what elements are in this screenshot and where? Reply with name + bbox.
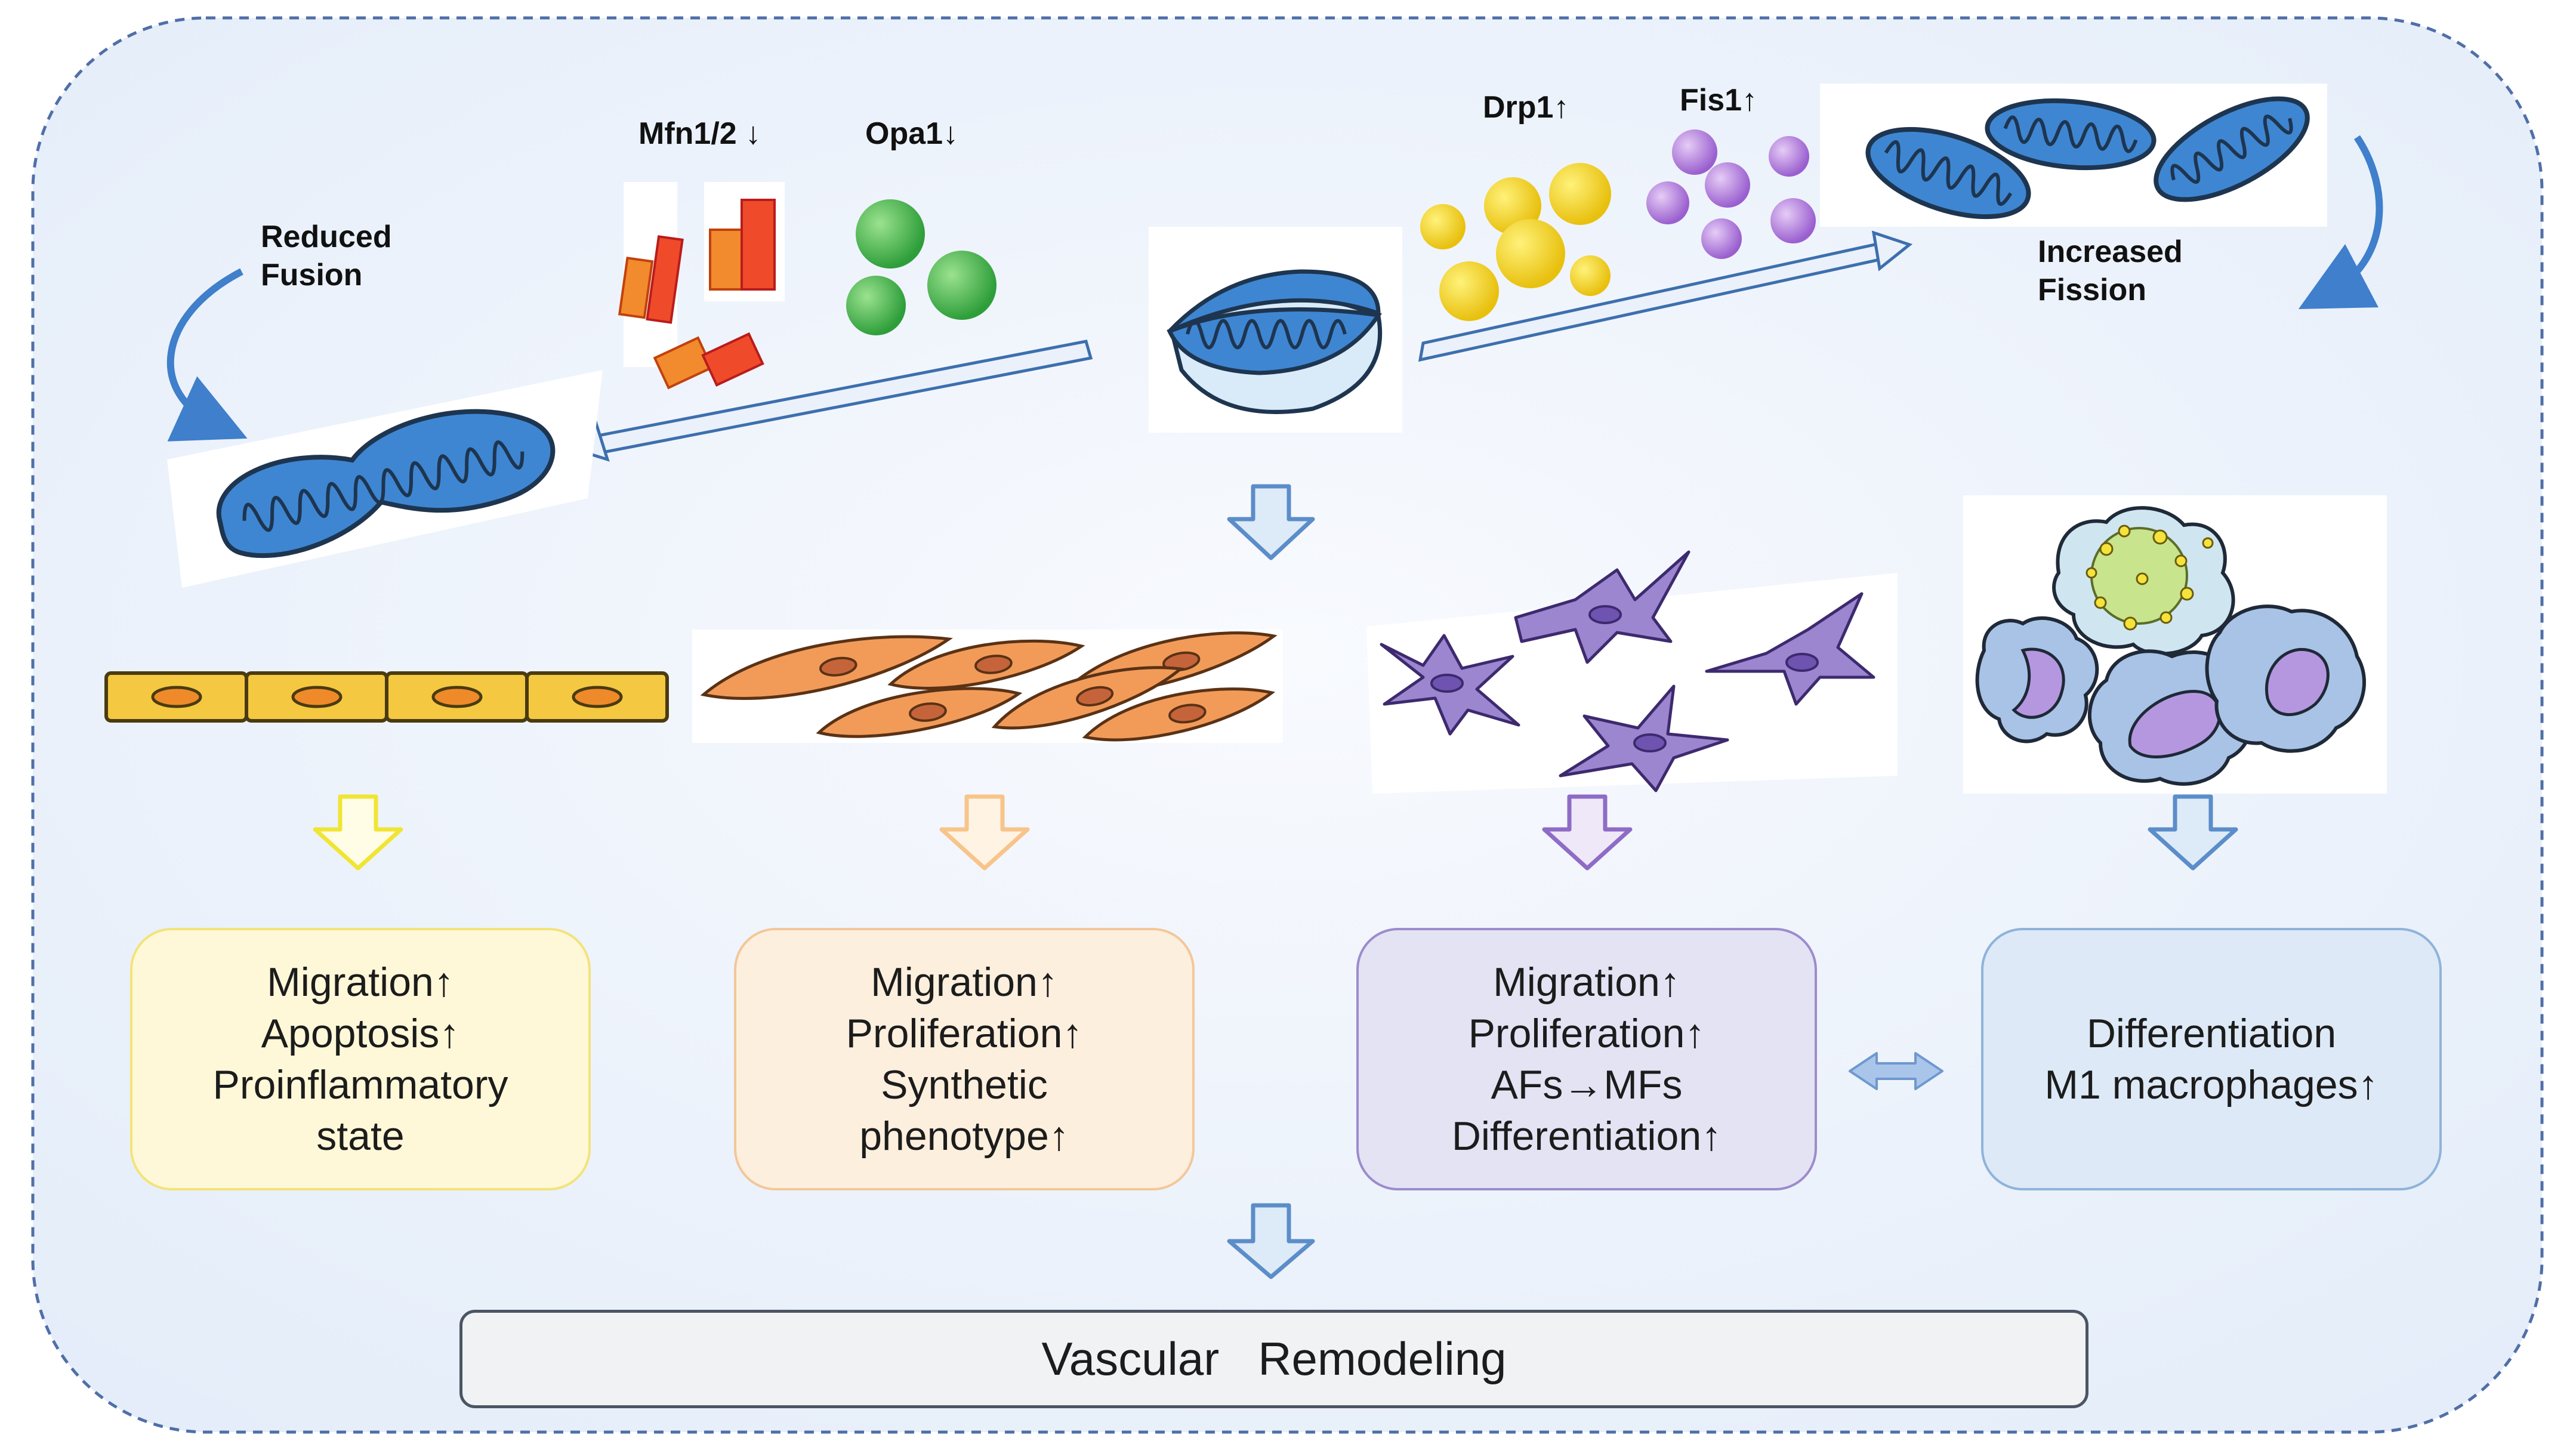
macrophage-cells-icon <box>1963 495 2387 794</box>
outcome-text-fibroblast: Migration↑ Proliferation↑ AFs→MFs Differ… <box>1451 960 1722 1159</box>
down-arrow-macrophage <box>2148 794 2238 871</box>
outcome-box-smc: Migration↑ Proliferation↑ Synthetic phen… <box>734 928 1195 1190</box>
drp-protein-icon <box>1420 163 1611 321</box>
smooth-muscle-cells-icon <box>692 630 1283 743</box>
down-arrow-fibroblast <box>1542 794 1633 871</box>
outcome-text-endothelial: Migration↑ Apoptosis↑ Proinflammatory st… <box>212 960 508 1159</box>
increased-fission-curve-arrow <box>2298 135 2383 309</box>
fibroblast-cells-icon <box>1366 550 1898 794</box>
drp-label: Drp1↑ <box>1483 90 1569 125</box>
opa-protein-icon <box>846 199 997 335</box>
mfn-protein-icon <box>618 182 785 390</box>
down-arrow-endothelial <box>313 794 403 871</box>
reduced-fusion-label: Reduced Fusion <box>261 220 392 292</box>
mfn-label: Mfn1/2 ↓ <box>638 116 761 151</box>
down-arrow-final <box>1227 1203 1315 1279</box>
opa-label: Opa1↓ <box>865 116 959 151</box>
arrow-to-fission <box>1418 230 1913 362</box>
reduced-fusion-curve-arrow <box>166 268 248 442</box>
outcome-text-macrophage: Differentiation M1 macrophages↑ <box>2044 1011 2378 1107</box>
fused-mitochondria-icon <box>167 370 603 588</box>
vascular-remodeling-box: Vascular Remodeling <box>459 1310 2088 1408</box>
down-arrow-smc <box>939 794 1030 871</box>
fission-mitochondria-icon <box>1820 84 2327 227</box>
outcome-box-macrophage: Differentiation M1 macrophages↑ <box>1981 928 2442 1190</box>
bidirectional-arrow <box>1849 1052 1943 1090</box>
outcome-box-endothelial: Migration↑ Apoptosis↑ Proinflammatory st… <box>130 928 591 1190</box>
outcome-box-fibroblast: Migration↑ Proliferation↑ AFs→MFs Differ… <box>1356 928 1817 1190</box>
outcome-text-smc: Migration↑ Proliferation↑ Synthetic phen… <box>846 960 1083 1159</box>
central-mitochondrion-icon <box>1149 227 1402 433</box>
down-arrow-center <box>1227 484 1315 560</box>
endothelial-cells-icon <box>104 671 669 723</box>
vascular-remodeling-text: Vascular Remodeling <box>1041 1332 1507 1385</box>
fis-protein-icon <box>1646 129 1816 259</box>
increased-fission-label: Increased Fission <box>2038 235 2183 307</box>
fis-label: Fis1↑ <box>1680 83 1758 118</box>
